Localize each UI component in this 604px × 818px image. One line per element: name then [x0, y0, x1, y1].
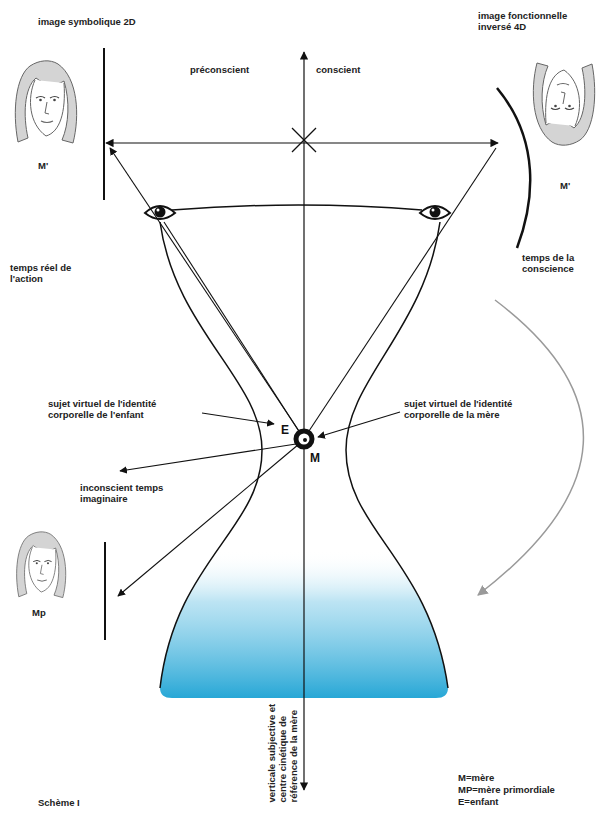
time-label: temps réel de l'action: [10, 262, 72, 284]
legend-text: M=mère: [458, 772, 598, 783]
ray: [118, 444, 299, 596]
center-point: [296, 431, 312, 447]
pointer: [120, 444, 296, 471]
hourglass-top: [172, 205, 422, 210]
ray: [164, 222, 300, 433]
image-bar: [104, 542, 106, 640]
leader: [318, 412, 400, 437]
zone-label: préconscient: [190, 64, 249, 75]
ray: [307, 148, 496, 434]
point-label: E: [281, 424, 295, 437]
axis: [303, 52, 304, 790]
axis-label: verticale subjective et centre cinétique…: [265, 702, 298, 802]
ray: [110, 148, 301, 434]
heading-label: image symbolique 2D: [38, 16, 178, 27]
point-label: M: [310, 452, 326, 465]
caption: Schème I: [38, 797, 158, 808]
legend-text: E=enfant: [458, 796, 598, 807]
zone-label: inconscient temps imaginaire: [80, 482, 175, 504]
face-sketch: [17, 532, 66, 598]
time-label: temps de la conscience: [522, 252, 586, 274]
face-sketch-inverted: [533, 63, 594, 145]
hourglass-side: [346, 222, 448, 688]
eye: [420, 206, 450, 219]
curved-arrow: [478, 300, 583, 595]
zone-label: conscient: [316, 64, 416, 75]
subject-label: sujet virtuel de l'identité corporelle d…: [48, 398, 198, 420]
face-sketch: [15, 61, 76, 143]
subject-label: sujet virtuel de l'identité corporelle d…: [404, 398, 550, 420]
legend-text: MP=mère primordiale: [458, 784, 598, 795]
figure-label: M': [560, 180, 590, 191]
hourglass-side: [160, 222, 262, 688]
arc: [497, 88, 530, 248]
figure-label: M': [38, 160, 68, 171]
image-bar: [103, 48, 105, 200]
leader: [202, 413, 274, 424]
figure-label: Mp: [32, 607, 62, 618]
heading-label: image fonctionnelle inversé 4D: [478, 10, 588, 32]
